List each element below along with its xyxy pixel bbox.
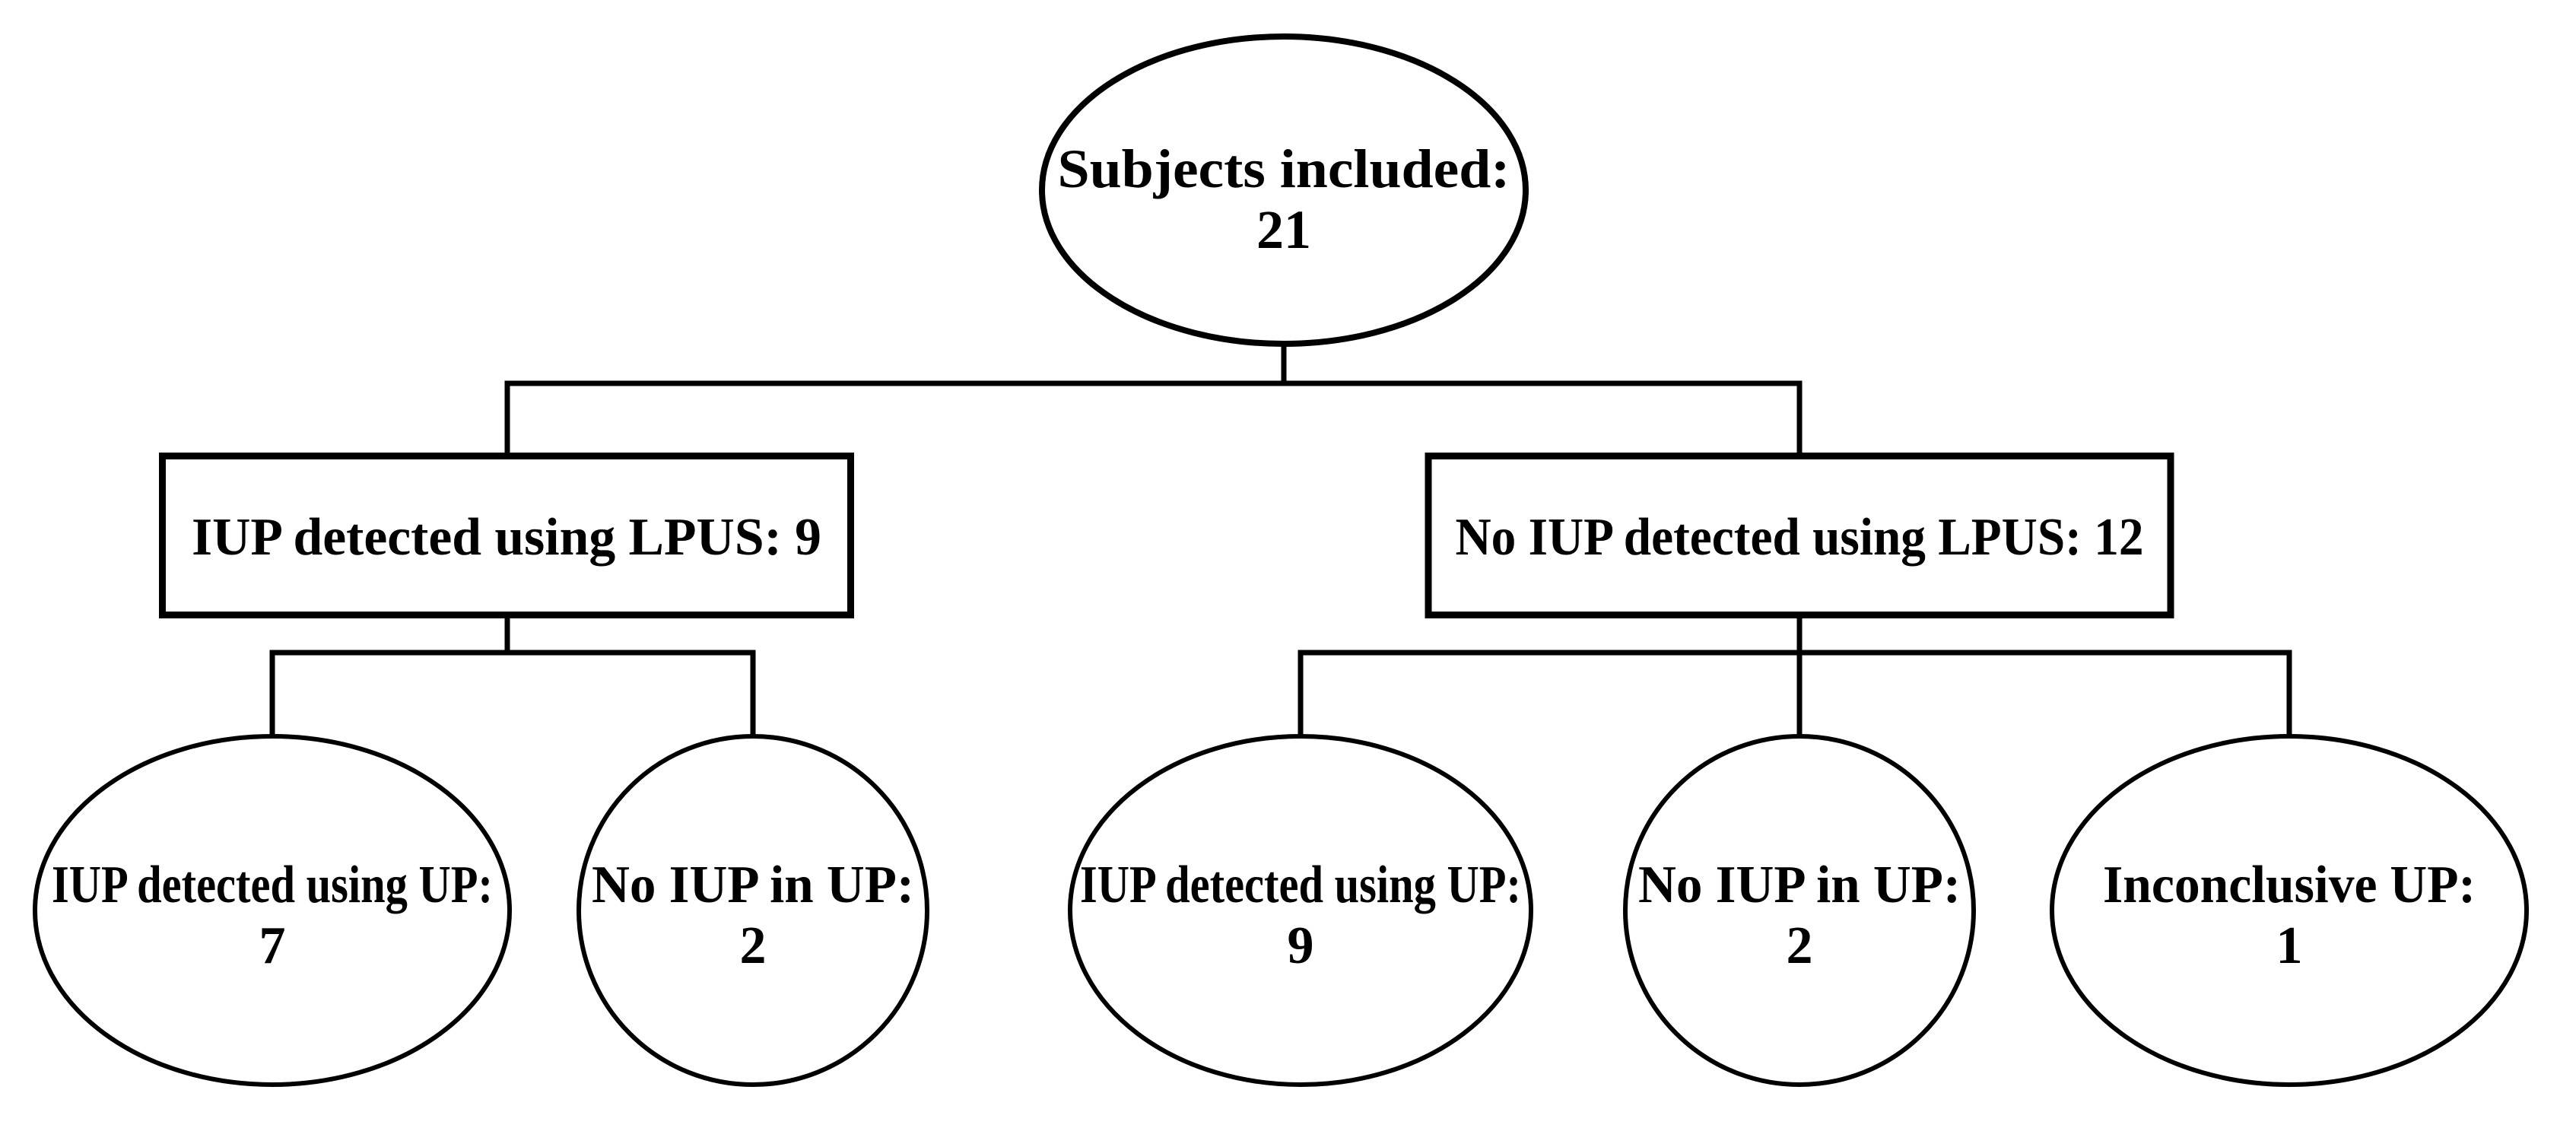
left-box-rect (159, 453, 854, 618)
left-child2-ellipse (577, 734, 929, 1087)
right-child2-ellipse (1623, 734, 1976, 1087)
node-left-box: IUP detected using LPUS: 9 (159, 453, 854, 618)
left-child1-ellipse (33, 734, 512, 1087)
right-box-label: No IUP detected using LPUS: 12 (1456, 508, 2144, 567)
left-child1-count: 7 (259, 917, 286, 975)
node-right-child1: IUP detected using UP: 9 (1068, 734, 1533, 1087)
right-child3-count: 1 (2276, 917, 2303, 975)
right-child3-ellipse (2050, 734, 2529, 1087)
right-child1-label: IUP detected using UP: (1080, 856, 1521, 914)
right-child2-label: No IUP in UP: (1638, 856, 1961, 914)
left-child1-label: IUP detected using UP: (52, 856, 493, 914)
right-child1-ellipse (1068, 734, 1533, 1087)
node-root: Subjects included: 21 (1039, 33, 1529, 347)
node-right-child3: Inconclusive UP: 1 (2050, 734, 2529, 1087)
left-child2-count: 2 (740, 917, 767, 975)
left-child2-label: No IUP in UP: (592, 856, 914, 914)
right-child3-label: Inconclusive UP: (2103, 856, 2476, 914)
node-left-child1: IUP detected using UP: 7 (33, 734, 512, 1087)
node-right-box: No IUP detected using LPUS: 12 (1425, 453, 2174, 618)
root-count: 21 (1256, 199, 1311, 260)
right-child1-count: 9 (1288, 917, 1314, 975)
right-child2-count: 2 (1787, 917, 1813, 975)
root-label: Subjects included: (1058, 138, 1510, 199)
connectors (269, 332, 2292, 761)
right-box-rect (1425, 453, 2174, 618)
root-ellipse (1039, 33, 1529, 347)
left-box-label: IUP detected using LPUS: 9 (192, 508, 821, 567)
node-right-child2: No IUP in UP: 2 (1623, 734, 1976, 1087)
node-left-child2: No IUP in UP: 2 (577, 734, 929, 1087)
